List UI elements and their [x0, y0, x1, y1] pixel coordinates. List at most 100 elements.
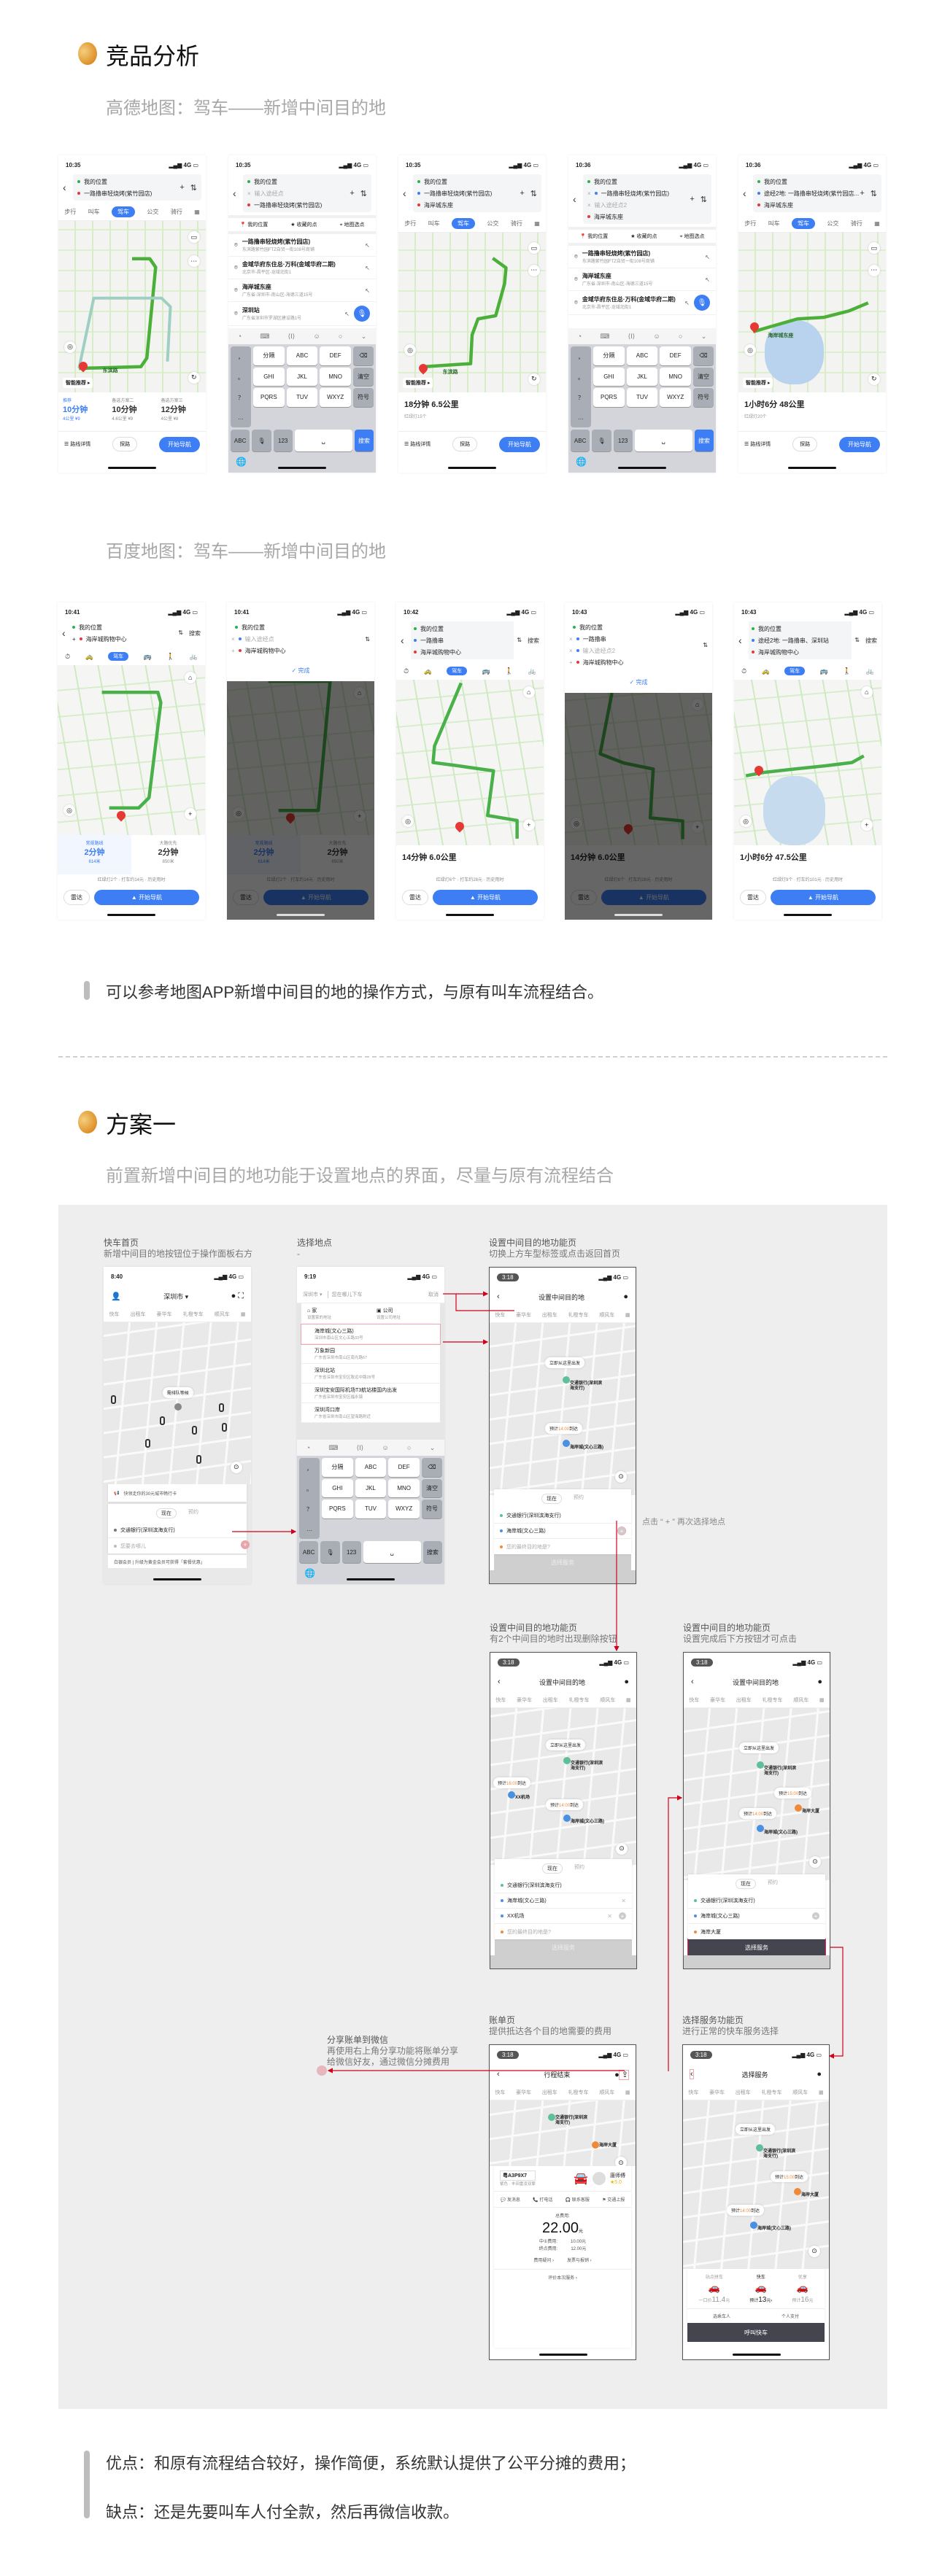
stop-row[interactable]: 一路撸串轻烧烤(紫竹园店)	[77, 187, 180, 199]
mode-tab-0[interactable]: ⏱	[65, 652, 71, 660]
swap-icon[interactable]: ⇅	[178, 629, 183, 636]
key[interactable]: PQRS	[593, 388, 625, 407]
origin-marker[interactable]	[563, 1756, 571, 1764]
key[interactable]: 分隔	[253, 346, 285, 365]
globe-icon[interactable]: 🌐	[236, 457, 247, 467]
origin-marker[interactable]	[756, 2144, 763, 2152]
key-function[interactable]: 符号	[353, 388, 374, 407]
locate-icon[interactable]: ⊙	[616, 1842, 628, 1855]
mode-tab-5[interactable]: 🚲	[189, 652, 198, 660]
smart-recommend-button[interactable]: 智能推荐 ▸	[743, 378, 773, 388]
toggle-reserve[interactable]: 预约	[574, 1865, 584, 1870]
contact-action[interactable]: ⚑ 交通上报	[602, 2196, 625, 2203]
swap-icon[interactable]: ⇅	[517, 636, 522, 643]
traffic-toggle-icon[interactable]: ▭	[868, 242, 880, 255]
stop-name[interactable]: 我的位置	[420, 625, 444, 632]
origin-marker[interactable]	[757, 1761, 764, 1769]
key-function[interactable]: ⌫	[693, 346, 714, 365]
traffic-toggle-icon[interactable]: ▭	[188, 231, 200, 244]
stop-name[interactable]: 途经2地: 一路撸串、深圳站	[758, 637, 829, 644]
midpoint-field[interactable]: 海岸城(文心三路)+	[688, 1909, 825, 1924]
result-item[interactable]: ⌾海岸城东座广东省-深圳市-南山区-海德三道15号↖	[228, 279, 376, 302]
stop-row[interactable]: 我的位置	[569, 621, 700, 633]
call-car-button[interactable]: 呼叫快车	[687, 2323, 825, 2342]
stop-row[interactable]: +海岸城购物中心	[72, 633, 175, 645]
quick-pick[interactable]: ⌖ 地图选点	[680, 233, 705, 240]
remove-stop-icon[interactable]: ×	[569, 635, 573, 643]
key[interactable]: JKL	[355, 1478, 387, 1497]
add-stop-icon[interactable]: +	[180, 182, 185, 192]
stop-row[interactable]: 一路撸串	[414, 635, 511, 646]
map[interactable]: ⊙交通银行(深圳滨海支行)海岸大厦	[490, 2100, 636, 2166]
punctuation-key[interactable]: …	[578, 414, 584, 422]
final-marker[interactable]	[592, 2141, 599, 2149]
fill-arrow-icon[interactable]: ↖	[365, 287, 370, 294]
key-function[interactable]: ⌫	[422, 1458, 442, 1477]
stop-row[interactable]: ×输入途经点	[231, 633, 362, 645]
car-type-tab[interactable]: 出租车	[541, 1312, 557, 1318]
pickup-pin-icon[interactable]	[174, 1403, 182, 1411]
car-type-tab[interactable]: 出租车	[130, 1311, 146, 1317]
route-line[interactable]	[753, 303, 868, 331]
stop-row[interactable]: 海岸城东座	[587, 211, 690, 222]
route-line[interactable]	[422, 258, 506, 367]
select-service-button[interactable]: 选择服务	[687, 1939, 826, 1956]
mode-tab-4[interactable]: 🚶	[505, 667, 514, 675]
stop-name[interactable]: 我的位置	[254, 178, 277, 185]
result-item[interactable]: ⌾金域华府东住总·万科(金域华府二期)北京市-昌平区-龙域北街1↖	[228, 257, 376, 279]
locate-icon[interactable]: ◎	[571, 818, 583, 830]
toolbox-icon[interactable]: ⌂	[184, 672, 196, 684]
member-bar[interactable]: 白银会员 | 升级为黄金会员可获得「套餐优惠」	[108, 1555, 247, 1568]
zoom-in-icon[interactable]: +	[860, 818, 873, 831]
alternate-route-line[interactable]	[79, 298, 170, 368]
key[interactable]: WXYZ	[320, 388, 351, 407]
key[interactable]: 分隔	[322, 1458, 353, 1477]
stop-name[interactable]: 一路撸串轻烧烤(紫竹园店)	[424, 190, 493, 197]
more-icon[interactable]: ⋯	[188, 255, 200, 267]
promo-banner[interactable]: 📢快领走你的30元城市畅行卡	[108, 1484, 247, 1502]
delete-midpoint-icon[interactable]: ✕	[621, 1897, 626, 1904]
stop-row[interactable]: +海岸城购物中心	[231, 645, 362, 656]
payment-method-button[interactable]: 个人支付	[781, 2315, 799, 2319]
all-services-icon[interactable]: ▦	[625, 1697, 631, 1703]
add-stop-icon[interactable]: +	[350, 188, 355, 198]
punctuation-key[interactable]: …	[238, 414, 244, 422]
mode-tab-2[interactable]: 驾车	[447, 667, 468, 675]
explore-route-button[interactable]: 探路	[452, 437, 478, 451]
radar-button[interactable]: 雷达	[233, 889, 259, 905]
message-icon[interactable]: ●	[817, 1677, 822, 1686]
midpoint-field[interactable]: 海岸城(文心三路)+	[494, 1524, 631, 1539]
stop-row[interactable]: ×一路撸串	[569, 633, 700, 645]
place-item[interactable]: 万象新园广东省深圳市南山区南光路67	[301, 1344, 440, 1364]
home-indicator[interactable]	[277, 914, 325, 916]
car-type-tab[interactable]: 礼橙专车	[568, 1312, 589, 1318]
zoom-in-icon[interactable]: +	[353, 810, 366, 823]
key[interactable]: MNO	[660, 367, 691, 386]
mode-tab-1[interactable]: 🚕	[85, 652, 93, 660]
car-type-tab[interactable]: 出租车	[736, 1697, 752, 1703]
map[interactable]: ⌂◎+	[227, 681, 374, 835]
punctuation-key[interactable]: ，	[578, 353, 584, 360]
key[interactable]: ␣	[634, 430, 692, 451]
toolbox-icon[interactable]: ⌂	[860, 686, 873, 699]
midpoint-marker[interactable]	[508, 1791, 515, 1799]
back-icon[interactable]: ‹	[498, 1677, 501, 1686]
keyboard-icon[interactable]: ⌨	[600, 332, 610, 340]
fill-arrow-icon[interactable]: ↖	[344, 310, 350, 317]
start-navigation-button[interactable]: ▲ 开始导航	[433, 889, 538, 905]
locate-icon[interactable]: ◎	[63, 804, 76, 817]
stop-name[interactable]: 我的位置	[79, 624, 102, 631]
key[interactable]: MNO	[320, 367, 351, 386]
map[interactable]: 东滨路▭⋯◎↻智能推荐 ▸	[398, 233, 546, 392]
back-icon[interactable]: ‹	[63, 182, 66, 193]
stop-row[interactable]: ×输入途经点2	[587, 199, 690, 211]
radar-button[interactable]: 雷达	[402, 889, 428, 905]
origin-field[interactable]: 交通银行(深圳滨海支行)	[495, 1878, 632, 1893]
radar-button[interactable]: 雷达	[740, 889, 766, 905]
voice-input-icon[interactable]: 🎙	[354, 306, 370, 322]
add-midpoint-icon[interactable]: +	[619, 1912, 626, 1920]
search-key[interactable]: 搜索	[422, 1541, 442, 1563]
